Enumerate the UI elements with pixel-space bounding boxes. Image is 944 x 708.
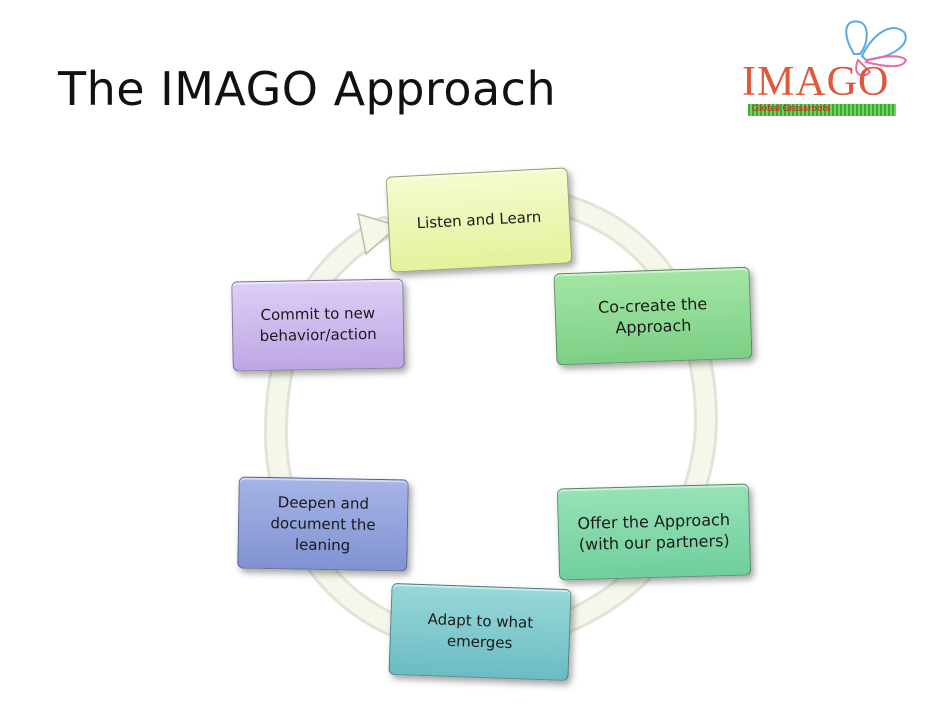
slide-title: The IMAGO Approach (58, 62, 557, 116)
step-offer-approach: Offer the Approach (with our partners) (556, 483, 752, 581)
step-adapt: Adapt to what emerges (388, 582, 572, 682)
step-commit: Commit to new behavior/action (231, 278, 405, 372)
butterfly-icon (845, 20, 908, 77)
logo-tagline: Global Grassroots (752, 103, 831, 113)
step-co-create: Co-create the Approach (553, 266, 753, 366)
step-deepen-document: Deepen and document the leaning (237, 476, 409, 572)
logo-grass (748, 104, 896, 116)
step-listen-and-learn: Listen and Learn (385, 167, 573, 273)
imago-logo: IMAGO Global Grassroots (742, 14, 918, 140)
logo-word: IMAGO (742, 59, 890, 105)
